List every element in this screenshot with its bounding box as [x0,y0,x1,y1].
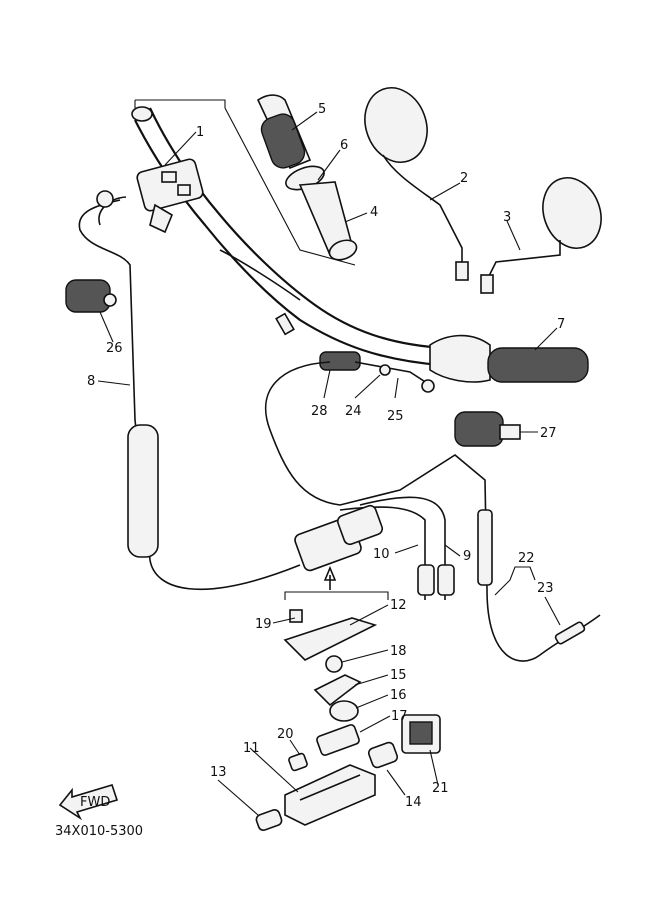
callout-2: 2 [460,171,468,186]
plug-13 [255,808,283,832]
callout-9: 9 [463,549,471,564]
cover-bracket [284,591,389,600]
mirror-right [480,177,602,294]
switch-26 [65,279,117,313]
callout-16: 16 [390,688,407,703]
callout-12: 12 [390,598,407,613]
throttle-grip [256,94,358,261]
cover-12 [283,609,378,661]
callout-20: 20 [277,727,294,742]
callout-10: 10 [373,547,390,562]
callout-13: 13 [210,765,227,780]
callout-8: 8 [87,374,95,389]
small-parts [313,655,362,756]
fwd-label: FWD [80,795,110,810]
right-grip [429,334,589,383]
callout-5: 5 [318,102,326,117]
callout-18: 18 [390,644,407,659]
callout-17: 17 [391,709,408,724]
callout-28: 28 [311,404,328,419]
callout-4: 4 [370,205,378,220]
housing-11 [284,764,376,826]
block-21 [401,714,441,754]
diagram-code: 34X010-5300 [55,824,143,839]
callout-11: 11 [243,741,260,756]
callout-24: 24 [345,404,362,419]
mirror-left [364,87,469,281]
callout-14: 14 [405,795,422,810]
callout-21: 21 [432,781,449,796]
callout-25: 25 [387,409,404,424]
callout-23: 23 [537,581,554,596]
spring-20 [288,752,308,772]
callout-7: 7 [557,317,565,332]
cable-23 [539,614,601,656]
throttle-cables [264,361,541,662]
callout-26: 26 [106,341,123,356]
callout-19: 19 [255,617,272,632]
callout-15: 15 [390,668,407,683]
throttle-housing [294,504,384,590]
grommet-14 [367,741,399,769]
lever-holder [319,351,435,393]
callout-1: 1 [196,125,204,140]
callout-3: 3 [503,210,511,225]
callout-6: 6 [340,138,348,153]
left-switch-assembly [136,158,204,234]
leader-lines [97,111,561,816]
fwd-arrow-icon: FWD [58,784,119,821]
callout-22: 22 [518,551,535,566]
cable-8 [78,190,301,591]
callout-27: 27 [540,426,557,441]
switch-27 [454,411,521,447]
callouts: 1 2 3 4 5 6 7 8 9 10 11 12 13 14 15 16 1… [87,102,565,810]
